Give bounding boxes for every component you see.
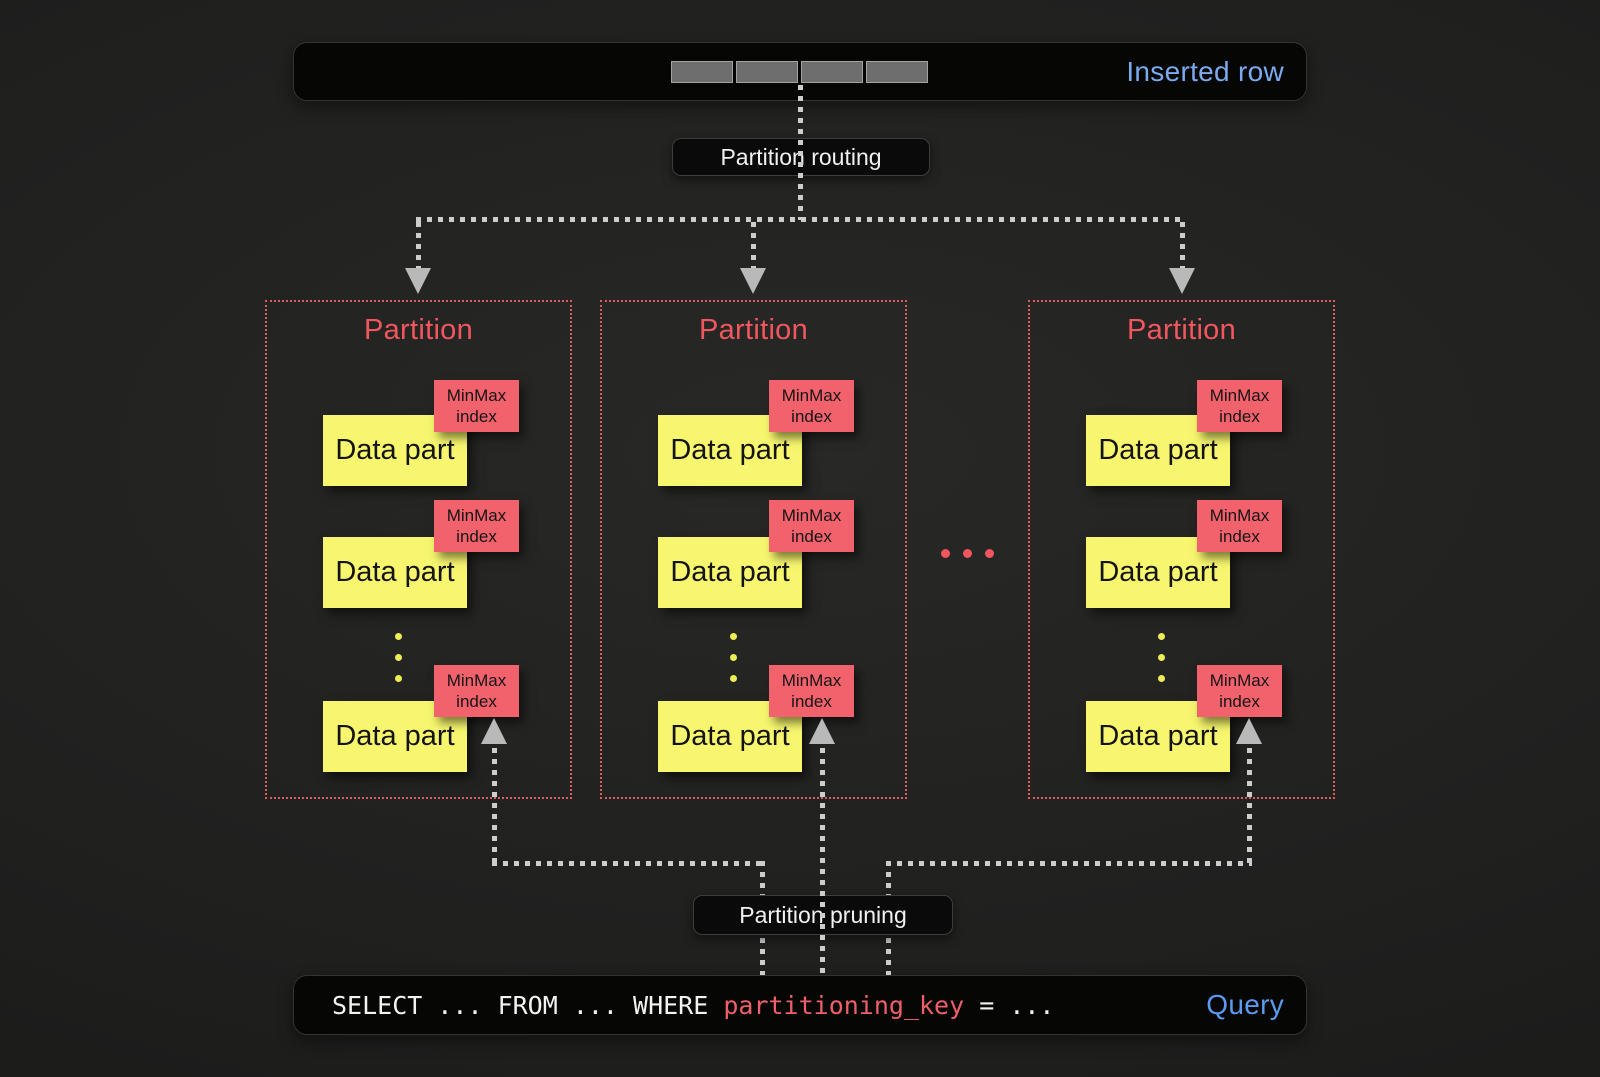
row-segment-cell: [801, 61, 863, 83]
pruning-line-right-horizontal: [886, 861, 1252, 866]
partition-title: Partition: [363, 314, 474, 346]
sql-pre: SELECT ... FROM ... WHERE: [332, 990, 724, 1020]
sql-partitioning-key: partitioning_key: [723, 990, 965, 1020]
pruning-line-left-horizontal: [492, 861, 765, 866]
partition-box-1: Partition MinMax index Data part MinMax …: [265, 300, 572, 799]
up-arrowhead-icon: [481, 718, 507, 744]
minmax-index-tag: MinMax index: [769, 665, 854, 717]
row-segment-cell: [671, 61, 733, 83]
pruning-line-right-up: [1247, 748, 1252, 864]
sql-post: = ...: [964, 990, 1055, 1020]
data-part-box: Data part: [323, 537, 467, 608]
sql-query-text: SELECT ... FROM ... WHERE partitioning_k…: [332, 991, 1054, 1020]
partition-box-3: Partition MinMax index Data part MinMax …: [1028, 300, 1335, 799]
up-arrowhead-icon: [1236, 718, 1262, 744]
ellipsis-dots-horizontal: [941, 549, 994, 558]
inserted-row-label: Inserted row: [1126, 55, 1284, 87]
minmax-index-tag: MinMax index: [434, 380, 519, 432]
minmax-index-tag: MinMax index: [1197, 665, 1282, 717]
row-segment-cell: [866, 61, 928, 83]
minmax-index-tag: MinMax index: [434, 665, 519, 717]
ellipsis-dots-vertical: [395, 633, 402, 682]
routing-drop-line-left: [416, 222, 421, 268]
query-label: Query: [1206, 989, 1284, 1020]
down-arrowhead-icon: [405, 268, 431, 294]
inserted-row-segments: [671, 61, 928, 83]
routing-drop-line-right: [1180, 222, 1185, 268]
ellipsis-dots-vertical: [730, 633, 737, 682]
minmax-index-tag: MinMax index: [1197, 500, 1282, 552]
ellipsis-dots-vertical: [1158, 633, 1165, 682]
minmax-index-tag: MinMax index: [1197, 380, 1282, 432]
down-arrowhead-icon: [1169, 268, 1195, 294]
data-part-box: Data part: [658, 415, 802, 486]
up-arrowhead-icon: [809, 718, 835, 744]
partition-title: Partition: [698, 314, 809, 346]
partition-title: Partition: [1126, 314, 1237, 346]
query-box: SELECT ... FROM ... WHERE partitioning_k…: [293, 975, 1307, 1035]
minmax-index-tag: MinMax index: [769, 500, 854, 552]
pruning-line-left-up: [492, 748, 497, 864]
partition-box-2: Partition MinMax index Data part MinMax …: [600, 300, 907, 799]
data-part-box: Data part: [658, 537, 802, 608]
minmax-index-tag: MinMax index: [769, 380, 854, 432]
row-segment-cell: [736, 61, 798, 83]
pruning-line-center: [820, 748, 825, 975]
data-part-box: Data part: [323, 415, 467, 486]
routing-center-line: [798, 85, 803, 220]
minmax-index-tag: MinMax index: [434, 500, 519, 552]
down-arrowhead-icon: [740, 268, 766, 294]
routing-drop-line-center: [751, 222, 756, 268]
